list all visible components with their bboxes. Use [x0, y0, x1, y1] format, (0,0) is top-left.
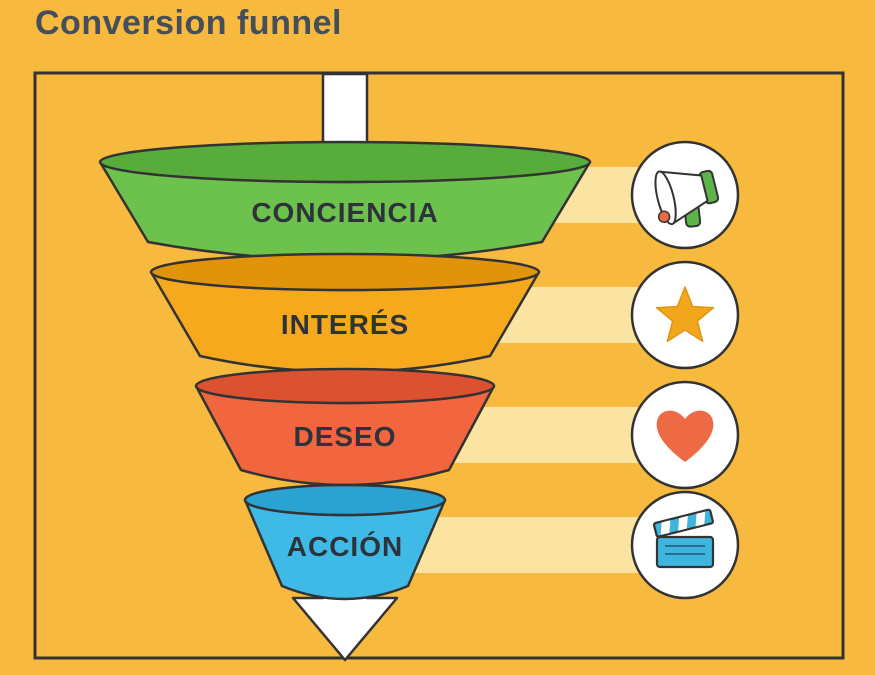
- stage-label: CONCIENCIA: [251, 197, 438, 228]
- stage-label: DESEO: [293, 421, 396, 452]
- stage-rim: [149, 252, 541, 292]
- stage-rim: [243, 483, 447, 517]
- icon-column: [630, 140, 740, 600]
- stage-label: ACCIÓN: [287, 531, 403, 562]
- megaphone-icon: [654, 169, 720, 228]
- funnel-stage-deseo: DESEO: [194, 367, 496, 487]
- diagram-frame: [33, 71, 845, 660]
- icon-circle-accion: [630, 490, 740, 600]
- clapperboard-icon: [652, 508, 715, 569]
- funnel-stage-accion: ACCIÓN: [243, 483, 447, 601]
- page-title: Conversion funnel: [35, 4, 342, 42]
- funnel-stage-conciencia: CONCIENCIA: [98, 140, 592, 262]
- stage-label: INTERÉS: [281, 309, 409, 340]
- star-icon: [655, 286, 715, 343]
- icon-circle-deseo: [630, 380, 740, 490]
- funnel-stage-interes: INTERÉS: [149, 252, 541, 374]
- stage-rim: [194, 367, 496, 405]
- heart-icon: [656, 410, 714, 462]
- icon-circle-interes: [630, 260, 740, 370]
- stage-rim: [98, 140, 592, 184]
- icon-circle-conciencia: [630, 140, 740, 250]
